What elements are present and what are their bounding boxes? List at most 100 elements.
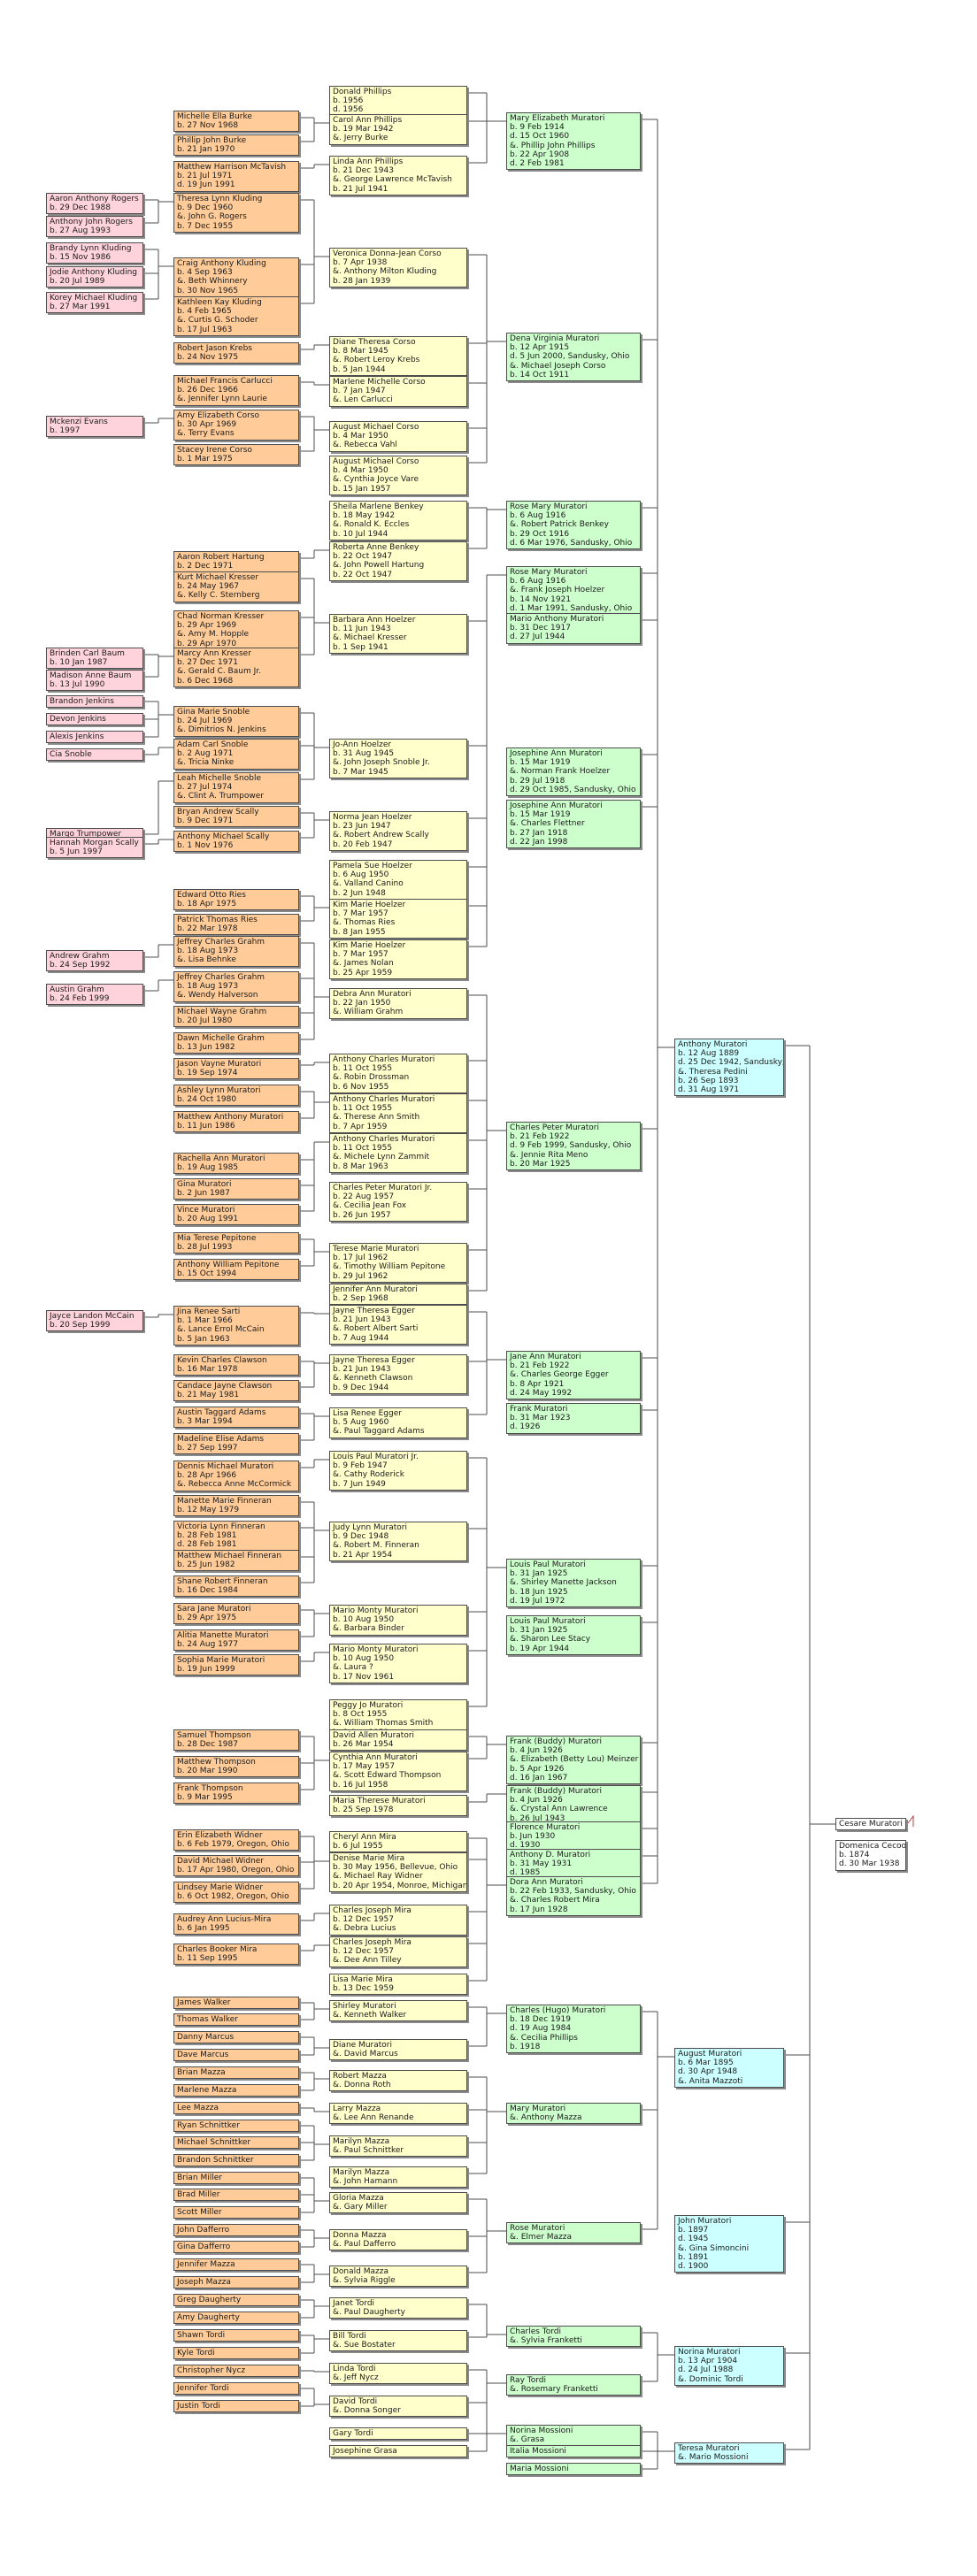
person-name: Matthew Anthony Muratori — [177, 1113, 284, 1122]
person-name: Diane Theresa Corso — [333, 338, 416, 347]
person-detail: b. 21 Jun 1943 — [333, 1365, 391, 1375]
person-detail: b. 27 Jan 1918 — [510, 828, 568, 838]
person-name: Bryan Andrew Scally — [177, 808, 259, 816]
person-detail: b. 14 Oct 1911 — [510, 370, 570, 380]
person-detail: &. Crystal Ann Lawrence — [510, 1805, 608, 1814]
person-detail: b. 17 Jul 1962 — [333, 1254, 388, 1263]
person-name: Anthony Michael Scally — [177, 832, 270, 841]
person-detail: d. 19 Aug 1984 — [510, 2024, 572, 2034]
person-name: Amy Elizabeth Corso — [177, 411, 260, 420]
person-name: Norina Muratori — [678, 2348, 741, 2357]
person-detail: b. 7 Mar 1957 — [333, 909, 388, 919]
person-detail: b. 20 Mar 1925 — [510, 1159, 571, 1169]
person-detail: b. 27 Sep 1997 — [177, 1444, 238, 1453]
person-detail: &. Charles Flettner — [510, 819, 585, 829]
person-name: Rose Muratori — [510, 2224, 565, 2233]
person-name: Jodie Anthony Kluding — [50, 268, 137, 277]
person-detail: &. Rebecca Vahl — [333, 441, 397, 450]
person-detail: b. 22 Oct 1947 — [333, 570, 393, 579]
person-detail: &. Timothy William Pepitone — [333, 1262, 446, 1272]
person-detail: &. Paul Dafferro — [333, 2240, 396, 2250]
person-detail: &. Lance Errol McCain — [177, 1325, 265, 1335]
person-detail: d. 1900 — [678, 2262, 709, 2272]
person-detail: b. 17 Jun 1928 — [510, 1905, 568, 1914]
person-name: August Muratori — [678, 2050, 742, 2058]
person-name: Brad Miller — [177, 2190, 220, 2199]
person-name: Madeline Elise Adams — [177, 1435, 265, 1444]
person-box: Devon Jenkins — [46, 713, 143, 725]
person-detail: b. 14 Nov 1921 — [510, 594, 572, 604]
person-name: Jennifer Ann Muratori — [333, 1285, 418, 1294]
person-detail: b. 15 Mar 1919 — [510, 810, 571, 820]
person-detail: b. 19 Mar 1942 — [333, 125, 394, 134]
person-detail: b. 22 Aug 1957 — [333, 1192, 395, 1202]
person-detail: b. 15 Jan 1957 — [333, 484, 391, 494]
person-detail: b. 18 Aug 1973 — [177, 947, 239, 956]
person-detail: b. 21 Jun 1943 — [333, 1315, 391, 1325]
person-detail: &. Elmer Mazza — [510, 2233, 573, 2242]
person-detail: b. 11 Sep 1995 — [177, 1954, 238, 1964]
person-detail: b. 4 Sep 1963 — [177, 268, 233, 278]
person-detail: &. Barbara Binder — [333, 1624, 404, 1634]
person-name: Marlene Michelle Corso — [333, 378, 426, 387]
person-name: Austin Taggard Adams — [177, 1408, 266, 1417]
person-name: Gina Muratori — [177, 1180, 232, 1189]
person-name: Gina Dafferro — [177, 2242, 231, 2251]
person-detail: &. Clint A. Trumpower — [177, 792, 265, 801]
person-box: Joseph Mazza — [173, 2276, 299, 2288]
person-detail: b. 24 Nov 1975 — [177, 353, 239, 363]
person-box: Mary Muratori&. Anthony Mazza — [506, 2103, 641, 2124]
person-detail: b. 11 Jun 1943 — [333, 625, 391, 634]
person-name: Anthony D. Muratori — [510, 1851, 591, 1859]
person-name: Michael Francis Carlucci — [177, 377, 273, 386]
person-detail: b. 1 Sep 1941 — [333, 642, 388, 652]
person-detail: b. 17 Apr 1980, Oregon, Ohio — [177, 1866, 295, 1875]
person-name: Michelle Ella Burke — [177, 112, 252, 121]
person-name: Donna Mazza — [333, 2231, 387, 2240]
person-detail: &. William Grahm — [333, 1008, 404, 1017]
person-name: Cheryl Ann Mira — [333, 1833, 396, 1842]
person-box: Cia Snoble — [46, 748, 143, 761]
person-box: Linda Tordi&. Jeff Nycz — [329, 2363, 467, 2384]
person-name: Judy Lynn Muratori — [333, 1523, 407, 1532]
person-detail: b. 10 Aug 1950 — [333, 1615, 395, 1625]
person-detail: d. 1 Mar 1991, Sandusky, Ohio — [510, 603, 633, 613]
person-box: Alexis Jenkins — [46, 731, 143, 743]
person-detail: b. 26 Jul 1943 — [510, 1813, 565, 1823]
person-detail: b. 20 Jul 1989 — [50, 277, 105, 287]
person-name: Denise Marie Mira — [333, 1854, 405, 1863]
person-detail: b. 3 Mar 1994 — [177, 1417, 233, 1427]
person-detail: b. 12 Dec 1957 — [333, 1915, 394, 1925]
person-detail: b. 9 Dec 1944 — [333, 1383, 389, 1392]
person-name: Jayce Landon McCain — [50, 1312, 135, 1321]
person-detail: b. 17 Jul 1963 — [177, 325, 233, 334]
person-detail: b. 13 Dec 1959 — [333, 1984, 394, 1994]
person-detail: &. Paul Schnittker — [333, 2146, 404, 2156]
person-name: Josephine Grasa — [333, 2447, 397, 2456]
